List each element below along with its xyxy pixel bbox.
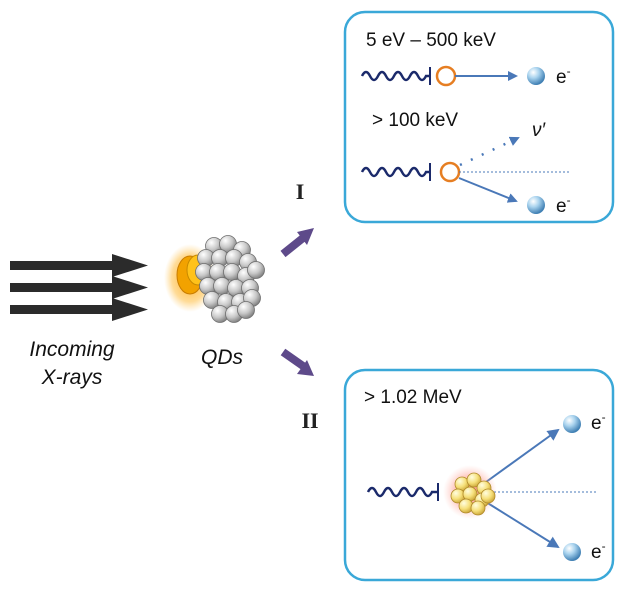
- electron-track: [458, 177, 518, 203]
- incoming-photon-wave: [360, 166, 430, 178]
- incoming-photon-wave: [366, 486, 438, 498]
- nucleus-cluster: [443, 465, 497, 519]
- electron-particle: [527, 67, 545, 85]
- electron-label: e-: [591, 539, 606, 563]
- absorbing-atom: [435, 65, 457, 87]
- energy-range-low: 5 eV – 500 keV: [366, 30, 496, 51]
- pathway-label-II: II: [301, 408, 318, 433]
- electron-label: e-: [556, 193, 571, 217]
- cluster-sphere: [480, 488, 496, 504]
- electron-label: e-: [591, 410, 606, 434]
- electron-label: e-: [556, 64, 571, 88]
- cluster-sphere: [237, 301, 255, 319]
- incoming-photon-wave: [360, 70, 430, 82]
- qd-label: QDs: [201, 346, 244, 369]
- incoming-label-line1: Incoming: [29, 338, 115, 361]
- electron-particle: [527, 196, 545, 214]
- beam-arrow: [10, 254, 148, 277]
- cluster-sphere: [247, 261, 265, 279]
- quantum-dot-cluster: [164, 235, 265, 323]
- cluster-sphere: [466, 472, 482, 488]
- scattered-photon-label: ν′: [532, 120, 547, 141]
- scattering-atom: [439, 161, 461, 183]
- pathway-label-I: I: [296, 179, 305, 204]
- process-I-box: 5 eV – 500 keV e- > 100 keV ν′ e-: [343, 10, 615, 224]
- beam-arrow: [10, 276, 148, 299]
- incoming-label-line2: X-rays: [41, 366, 103, 389]
- pathway-arrow-II: [280, 348, 314, 376]
- process-II-box: > 1.02 MeV e- e-: [343, 368, 615, 582]
- electron-track: [485, 428, 560, 483]
- energy-threshold: > 1.02 MeV: [364, 387, 462, 408]
- electron-particle: [563, 543, 581, 561]
- cluster-sphere: [470, 500, 486, 516]
- pathway-arrow-I: [280, 228, 314, 258]
- incoming-beams: [10, 254, 148, 321]
- beam-arrow: [10, 298, 148, 321]
- energy-range-high: > 100 keV: [372, 110, 458, 131]
- positron-track: [485, 501, 560, 549]
- electron-particle: [563, 415, 581, 433]
